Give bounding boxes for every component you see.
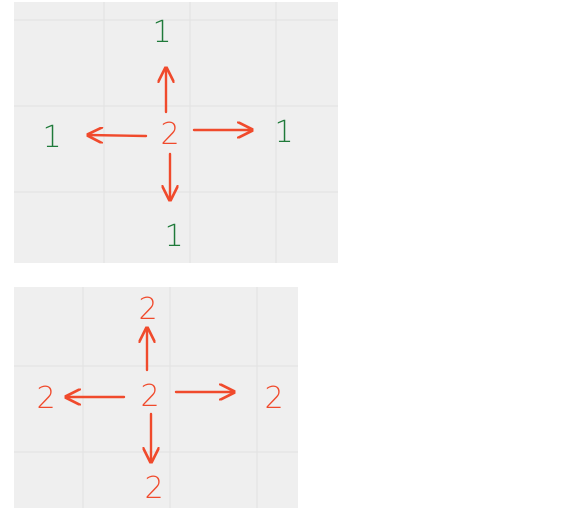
top-down-value: 1 — [164, 219, 183, 254]
top-up-value: 1 — [152, 15, 171, 50]
bottom-up-value: 2 — [138, 292, 157, 327]
bottom-panel — [14, 287, 298, 508]
top-right-value: 1 — [274, 115, 293, 150]
bottom-left-value: 2 — [36, 381, 55, 416]
bottom-right-value: 2 — [264, 381, 283, 416]
top-left-value: 1 — [42, 120, 61, 155]
bottom-down-value: 2 — [144, 471, 163, 506]
bottom-diagram: 2 2 2 2 2 — [14, 287, 298, 508]
top-diagram: 2 1 1 1 1 — [14, 2, 338, 263]
top-arrow-left — [88, 135, 148, 136]
top-center-value: 2 — [160, 117, 179, 152]
top-panel — [14, 2, 338, 263]
bottom-center-value: 2 — [140, 379, 159, 414]
